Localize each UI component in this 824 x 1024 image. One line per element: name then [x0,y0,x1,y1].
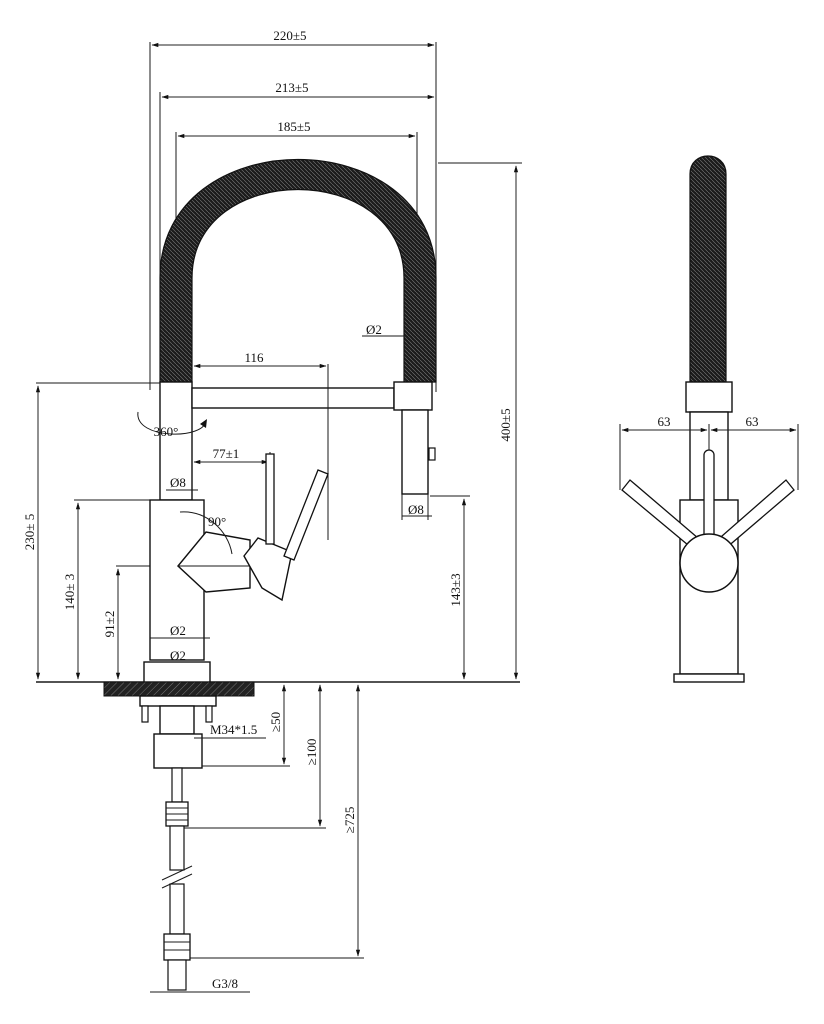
supply-hose [161,767,193,991]
body-height-label: 140± 3 [62,574,77,610]
dim-body-height: 140± 3 [62,499,160,680]
spray-diameter-callout: Ø8 [401,494,432,520]
swivel-label: 360° [154,424,179,439]
dim-50-label: ≥50 [268,712,283,732]
bolt-right [205,705,213,723]
shank [159,705,195,735]
swivel-indicator: 360° [137,411,207,439]
total-spread-label: 220±5 [273,28,306,43]
spray-head [401,409,429,495]
lever-offset-label: 77±1 [213,446,240,461]
dim-spout-height: 230± 5 [22,382,160,680]
dim-spray-height: 143±3 [430,495,470,680]
side-right-label: 63 [746,414,759,429]
hose-diameter-callout: Ø2 [362,322,406,337]
base-ring [143,661,211,683]
side-view: 63 63 [619,155,799,683]
dim-lever-offset: 77±1 [193,446,271,540]
spout-reach-label: 116 [244,350,264,365]
thread-label: M34*1.5 [210,722,257,737]
base-dia-lower-label: Ø2 [170,648,186,663]
connector-label: G3/8 [212,976,238,991]
dim-100-label: ≥100 [304,739,319,766]
coiled-spring-hose [159,159,437,383]
front-view: 220±5 213±5 185±5 Ø2 [22,28,522,993]
dim-50: ≥50 [202,684,290,767]
spout-arm [191,387,395,409]
bolt-left [141,705,149,723]
side-dim-left: 63 [619,414,710,490]
total-height-label: 400±5 [498,408,513,441]
inner-spread-label: 185±5 [277,119,310,134]
mid-spread-label: 213±5 [275,80,308,95]
mounting-washer [139,695,217,707]
dim-100: ≥100 [180,684,326,829]
lever-angle-callout: 90° [179,511,233,555]
lever-angle-label: 90° [208,514,226,529]
base-height-label: 91±2 [102,611,117,638]
side-dim-right: 63 [710,414,799,490]
side-left-label: 63 [658,414,671,429]
side-hub [679,533,739,593]
countertop-section [103,681,255,697]
spray-diameter-label: Ø8 [408,502,424,517]
base-dia-upper-label: Ø2 [170,623,186,638]
spray-height-label: 143±3 [448,573,463,606]
neck-diameter-label: Ø8 [170,475,186,490]
lever-handle-up [265,453,275,545]
side-coiled-hose [689,155,727,383]
side-sleeve [685,381,733,413]
lever-handle-angled [283,469,329,561]
dim-725-label: ≥725 [342,807,357,834]
neck-diameter-callout: Ø8 [166,475,198,491]
dim-total-height: 400±5 [438,162,522,680]
side-base [673,673,745,683]
connector-callout: G3/8 [150,976,250,993]
hose-diameter-label: Ø2 [366,322,382,337]
dim-725: ≥725 [186,684,364,959]
lever-knob [243,537,293,602]
spray-holder [393,381,433,411]
dim-base-height: 91±2 [102,565,180,680]
spray-button [428,447,436,461]
thread-callout: M34*1.5 [194,722,266,739]
spout-height-label: 230± 5 [22,514,37,550]
dim-spout-reach: 116 [193,350,329,540]
nut [153,733,203,769]
